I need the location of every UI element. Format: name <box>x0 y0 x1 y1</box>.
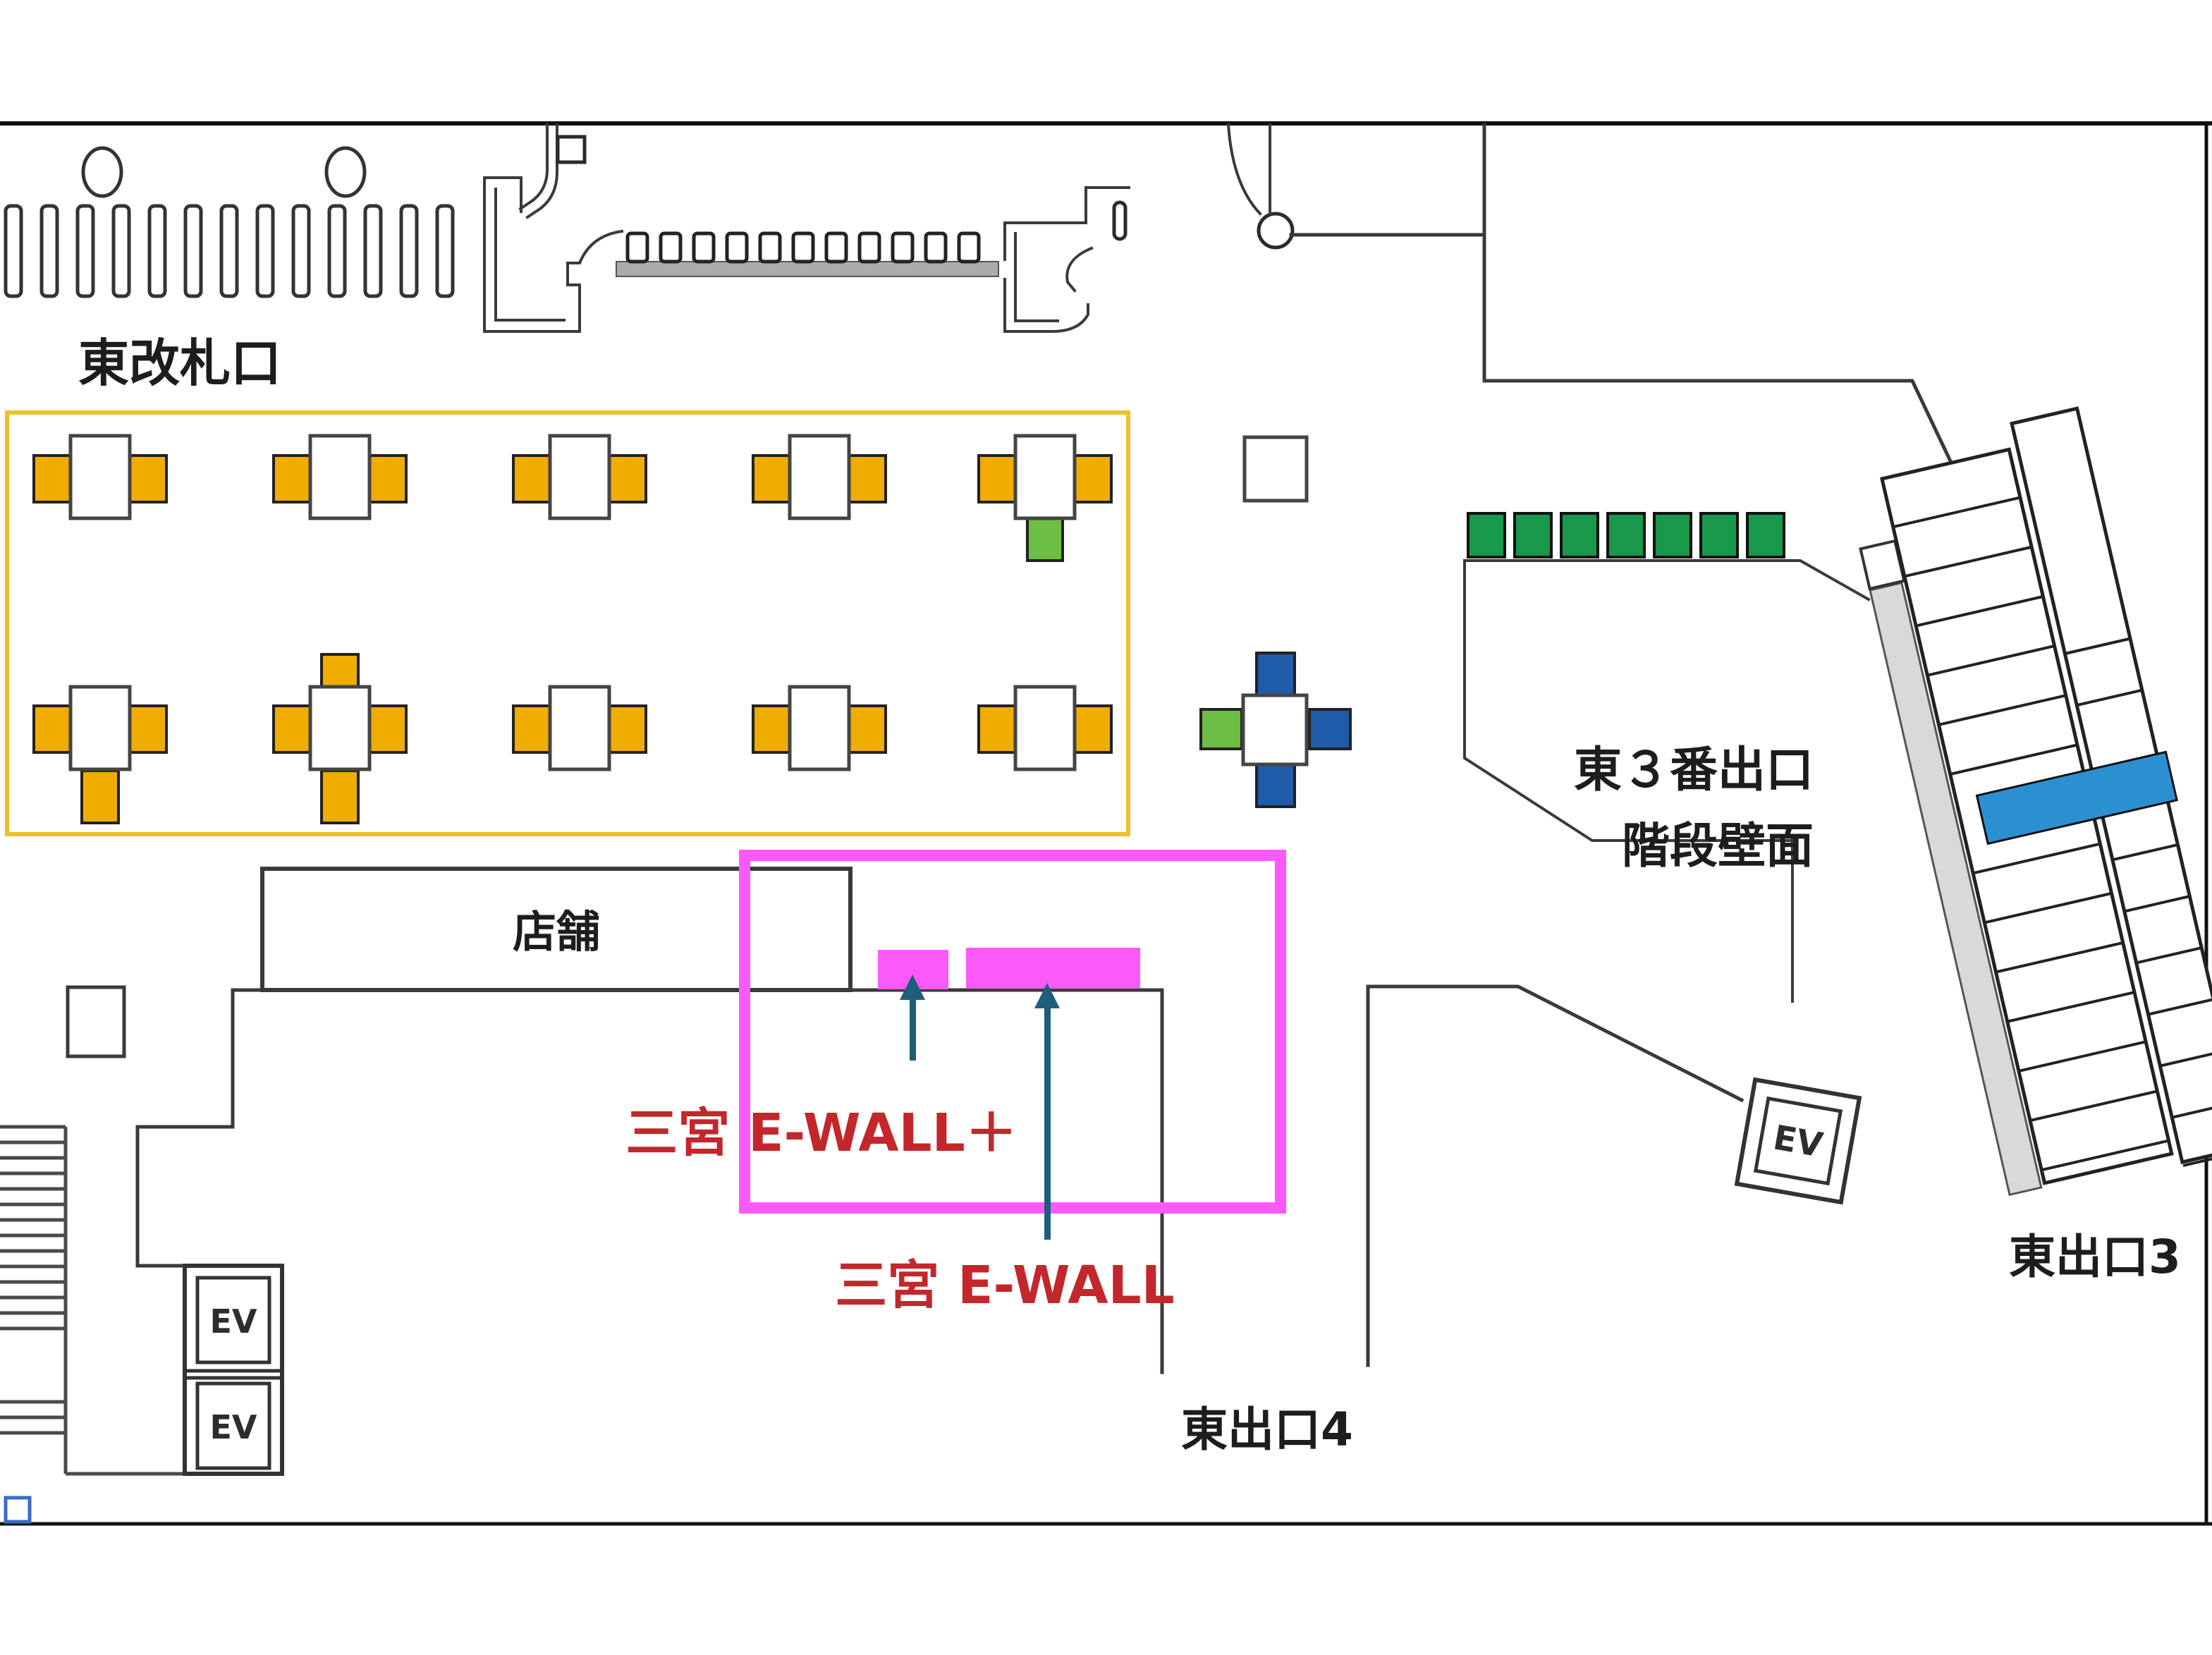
staircase-east-exit3 <box>1859 406 2212 1197</box>
exit3-stairs-label: 東３番出口 階段壁面 <box>1574 743 1814 874</box>
pillar <box>272 653 408 824</box>
blue-cross-pillar <box>1199 652 1352 808</box>
small-structure <box>66 985 126 1058</box>
ev-label-3: EV <box>1771 1118 1826 1165</box>
pillar <box>32 685 168 824</box>
left-edge-stairs <box>0 1125 282 1476</box>
pillar <box>512 685 647 771</box>
pillar <box>752 685 887 771</box>
svg-text:東３番出口: 東３番出口 <box>1574 743 1814 798</box>
ticket-gate-row: 東改札口 <box>4 146 455 393</box>
shop-box <box>260 867 853 992</box>
east-gate-label: 東改札口 <box>78 334 281 393</box>
svg-text:階段壁面: 階段壁面 <box>1622 819 1814 874</box>
concourse-structures <box>483 123 1974 507</box>
edge-marker <box>4 1496 32 1524</box>
pillar-zone <box>5 410 1130 836</box>
green-bench-row <box>1467 512 1785 558</box>
ev-label-2: EV <box>209 1408 257 1446</box>
exit3-area-walls <box>1463 559 1871 1003</box>
elevator-rotated: EV <box>1734 1077 1862 1205</box>
pillar <box>977 685 1113 771</box>
pillar-with-green-tab <box>977 434 1113 562</box>
shop-label: 店舗 <box>513 906 600 958</box>
gate-bars <box>4 204 455 298</box>
pillar <box>32 434 168 520</box>
gate-post-circle <box>324 146 367 198</box>
elevator-bank: EV EV <box>183 1264 284 1476</box>
elevator-car <box>195 1381 271 1470</box>
ewall-plus-label: 三宮 E-WALL＋ <box>625 1103 1018 1164</box>
shop-and-walls: 店舗 <box>135 867 1744 1374</box>
ewall-highlight-group: 三宮 E-WALL＋ 三宮 E-WALL <box>625 850 1286 1316</box>
comb-band <box>625 231 981 264</box>
exit4-label: 東出口4 <box>1181 1403 1353 1457</box>
pillar <box>512 434 647 520</box>
gate-post-circle <box>81 146 123 198</box>
stair-treads-right <box>2064 637 2212 1167</box>
pillar-zone-outline <box>5 410 1130 836</box>
highlight-box <box>739 850 1286 1214</box>
map-frame <box>0 121 2212 1526</box>
arrow-ewall <box>1034 983 1060 1240</box>
ewall-label: 三宮 E-WALL <box>835 1255 1175 1316</box>
plain-column <box>1242 435 1309 503</box>
stairs-sign-blue-panel <box>1975 750 2178 845</box>
ev-label-1: EV <box>209 1302 257 1341</box>
pillar <box>752 434 887 520</box>
elevator-car <box>195 1276 271 1364</box>
ewall-panel <box>966 948 1140 989</box>
stair-treads-left <box>1893 496 2169 1172</box>
exit3-label: 東出口3 <box>2009 1230 2181 1284</box>
arrow-ewall-plus <box>900 975 925 1061</box>
pillar <box>272 434 408 520</box>
